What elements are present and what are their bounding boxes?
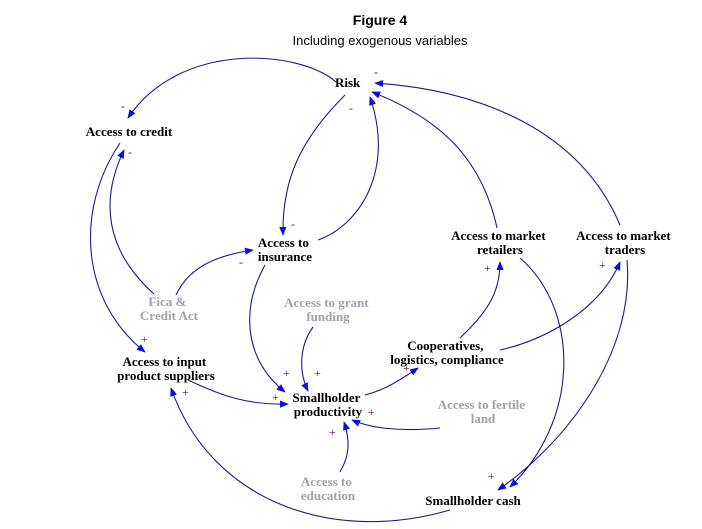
edge-coops-to-retailers — [459, 261, 504, 339]
edge-grant-to-productivity — [301, 326, 314, 392]
polarity-sign: - — [291, 217, 295, 231]
node-access-to-grant-funding: Access to grant funding — [284, 295, 372, 324]
node-risk: Risk — [335, 75, 361, 90]
edge-cash-to-suppliers — [170, 387, 451, 523]
polarity-sign: + — [182, 385, 189, 399]
edge-retailers-to-cash — [509, 257, 565, 488]
edge-retailers-to-risk — [371, 91, 498, 229]
polarity-sign: - — [374, 65, 378, 79]
polarity-sign: + — [314, 366, 321, 380]
polarity-sign: - — [239, 255, 243, 269]
edge-productivity-to-coops — [364, 367, 419, 396]
edge-fica-to-credit — [109, 149, 155, 295]
polarity-sign: - — [371, 93, 375, 107]
polarity-sign: + — [484, 261, 491, 275]
edge-fica-to-insurance — [175, 247, 254, 296]
polarity-sign: + — [599, 258, 606, 272]
polarity-sign: - — [349, 101, 353, 115]
edge-coops-to-traders — [499, 261, 621, 351]
edge-traders-to-cash — [497, 259, 629, 491]
figure-subtitle: Including exogenous variables — [292, 33, 468, 48]
edge-education-to-productivity — [339, 421, 350, 473]
polarity-sign: + — [283, 366, 290, 380]
node-access-to-fertile-land: Access to fertile land — [438, 397, 529, 426]
node-smallholder-productivity: Smallholder productivity — [293, 390, 364, 419]
node-access-to-insurance: Access to insurance — [258, 235, 312, 264]
edge-traders-to-risk — [374, 79, 621, 226]
node-access-to-market-retailers: Access to market retailers — [451, 228, 549, 257]
figure-title: Figure 4 — [352, 12, 408, 28]
node-access-to-market-traders: Access to market traders — [576, 228, 674, 257]
edge-credit-to-suppliers — [89, 142, 146, 353]
node-fica-credit-act: Fica & Credit Act — [140, 294, 199, 323]
node-access-to-education: Access to education — [301, 474, 356, 503]
edge-insurance-to-risk — [317, 96, 379, 241]
polarity-sign: + — [488, 469, 495, 483]
edge-suppliers-to-productivity — [187, 379, 289, 408]
edge-land-to-productivity — [351, 419, 441, 431]
edge-risk-to-credit — [127, 57, 337, 119]
polarity-sign: - — [121, 99, 125, 113]
polarity-sign: + — [403, 361, 410, 375]
node-access-to-credit: Access to credit — [86, 124, 173, 139]
polarity-sign: + — [272, 390, 279, 404]
edge-risk-to-insurance — [279, 94, 346, 236]
polarity-sign: - — [128, 145, 132, 159]
polarity-sign: + — [329, 425, 336, 439]
polarity-sign: + — [141, 332, 148, 346]
node-access-to-input-product-suppliers: Access to input product suppliers — [117, 354, 215, 383]
node-smallholder-cash: Smallholder cash — [425, 493, 521, 508]
edge-insurance-to-productivity — [249, 264, 286, 393]
polarity-sign: + — [368, 405, 375, 419]
node-cooperatives-logistics-compliance: Cooperatives, logistics, compliance — [390, 338, 504, 367]
